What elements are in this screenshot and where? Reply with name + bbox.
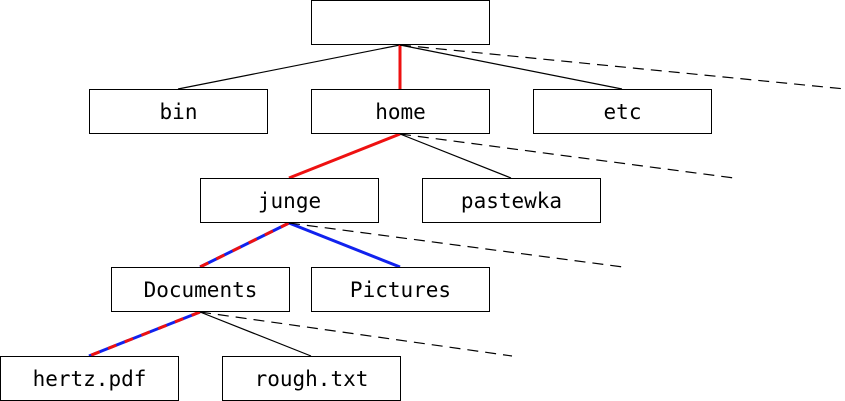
edge-documents-more bbox=[199, 311, 513, 357]
edge-root-more bbox=[399, 44, 845, 90]
edge-home-junge bbox=[288, 132, 401, 180]
node-pastewka: pastewka bbox=[422, 178, 601, 223]
node-documents: Documents bbox=[111, 267, 290, 312]
node-etc-label: etc bbox=[603, 99, 642, 124]
node-home: home bbox=[311, 89, 490, 134]
edge-junge-more bbox=[288, 222, 624, 268]
node-junge-label: junge bbox=[257, 188, 322, 213]
node-pastewka-label: pastewka bbox=[460, 188, 563, 213]
node-rough-txt-label: rough.txt bbox=[254, 366, 369, 391]
edge-home-pastewka bbox=[399, 133, 512, 179]
edge-junge-pictures bbox=[288, 221, 401, 269]
edge-junge-documents-blue bbox=[199, 221, 290, 269]
node-hertz-pdf-label: hertz.pdf bbox=[32, 366, 147, 391]
node-junge: junge bbox=[200, 178, 379, 223]
node-bin-label: bin bbox=[159, 99, 198, 124]
edge-root-etc bbox=[399, 44, 623, 90]
node-bin: bin bbox=[89, 89, 268, 134]
node-etc: etc bbox=[533, 89, 712, 134]
edge-documents-hertz-red bbox=[88, 310, 201, 358]
edge-home-more bbox=[399, 133, 735, 179]
node-home-label: home bbox=[375, 99, 426, 124]
node-hertz-pdf: hertz.pdf bbox=[0, 356, 179, 401]
node-pictures-label: Pictures bbox=[349, 277, 452, 302]
edge-documents-rough bbox=[199, 311, 312, 357]
node-documents-label: Documents bbox=[143, 277, 258, 302]
root-node bbox=[311, 0, 490, 45]
edge-root-bin bbox=[177, 44, 401, 90]
node-rough-txt: rough.txt bbox=[222, 356, 401, 401]
node-pictures: Pictures bbox=[311, 267, 490, 312]
